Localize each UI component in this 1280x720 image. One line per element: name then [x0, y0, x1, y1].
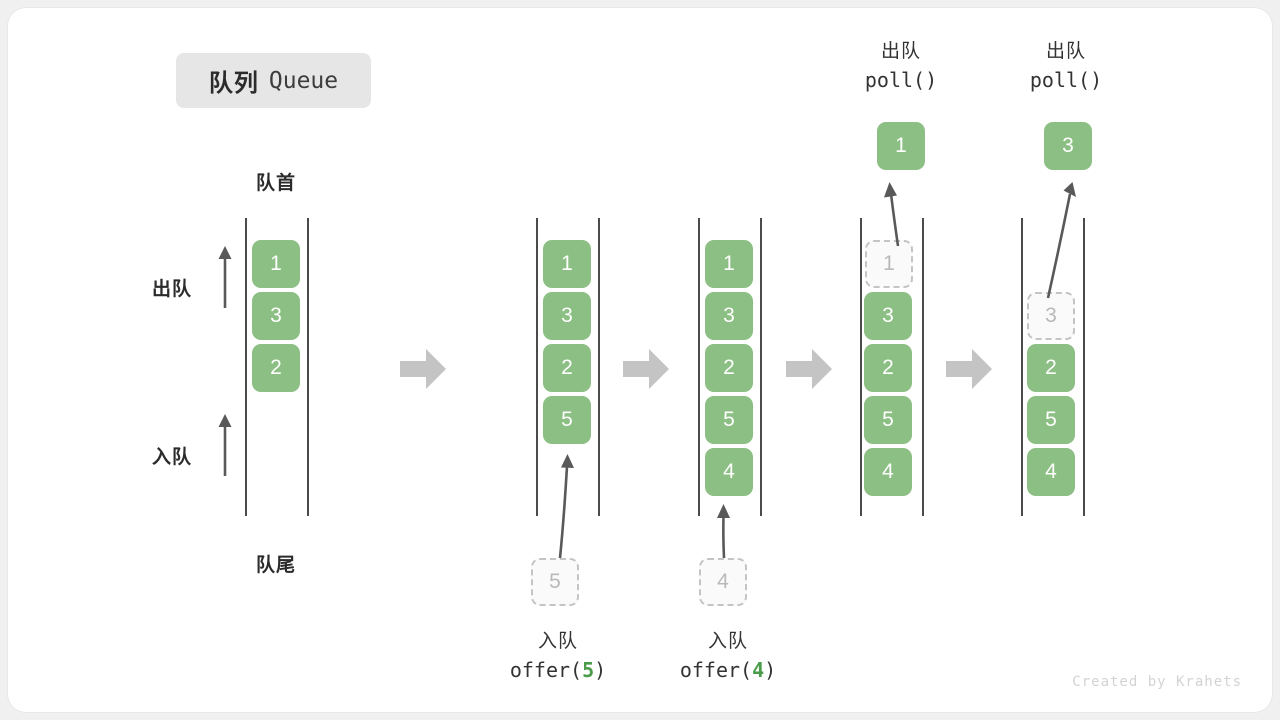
rear-label: 队尾	[255, 555, 296, 576]
watermark: Created by Krahets	[1072, 674, 1242, 690]
queue-column-after-offer-4: 1 3 2 5 4	[705, 240, 753, 496]
step-arrow-icon	[786, 349, 832, 389]
queue-rail-left-3	[698, 218, 700, 516]
operation-offer-4: 入队 offer(4)	[633, 628, 823, 685]
step-arrow-icon	[400, 349, 446, 389]
operation-offer-5-cn: 入队	[537, 631, 578, 652]
queue-item: 2	[705, 344, 753, 392]
operation-offer-4-cn: 入队	[707, 631, 748, 652]
queue-item: 2	[864, 344, 912, 392]
queue-rail-left-2	[536, 218, 538, 516]
operation-poll-1-code: poll()	[864, 67, 938, 92]
queue-rail-right-1	[307, 218, 309, 516]
code-suffix: )	[594, 657, 607, 682]
front-label: 队首	[255, 173, 296, 194]
queue-rail-right-3	[760, 218, 762, 516]
queue-rail-left-4	[860, 218, 862, 516]
queue-column-initial: 1 3 2	[252, 240, 300, 392]
offer-4-arrow-icon	[700, 492, 760, 560]
queue-rail-left-5	[1021, 218, 1023, 516]
pending-element-5: 5	[531, 558, 579, 606]
offer-5-arrow-icon	[528, 440, 598, 560]
code-prefix: offer(	[679, 657, 753, 682]
code-prefix: offer(	[509, 657, 583, 682]
queue-item: 2	[1027, 344, 1075, 392]
queue-item: 4	[864, 448, 912, 496]
queue-column-during-poll-1: 1 3 2 5 4	[864, 240, 913, 496]
code-arg: 4	[752, 657, 765, 682]
polled-element-1: 1	[877, 122, 925, 170]
queue-item-removed: 1	[865, 240, 913, 288]
operation-poll-2: 出队 poll()	[971, 38, 1161, 95]
queue-item: 3	[705, 292, 753, 340]
operation-offer-5: 入队 offer(5)	[463, 628, 653, 685]
operation-poll-1-cn: 出队	[880, 41, 921, 62]
queue-rail-right-4	[922, 218, 924, 516]
queue-rail-right-5	[1083, 218, 1085, 516]
queue-item-removed: 3	[1027, 292, 1075, 340]
title-badge: 队列 Queue	[176, 53, 371, 108]
step-arrow-icon	[946, 349, 992, 389]
operation-poll-2-cn: 出队	[1045, 41, 1086, 62]
operation-poll-2-code: poll()	[1029, 67, 1103, 92]
poll-3-arrow-icon	[1022, 170, 1092, 300]
dequeue-label: 出队	[152, 279, 193, 300]
code-arg: 5	[582, 657, 595, 682]
queue-item-new: 4	[705, 448, 753, 496]
operation-offer-5-code: offer(5)	[463, 656, 653, 685]
queue-item: 5	[1027, 396, 1075, 444]
queue-item: 4	[1027, 448, 1075, 496]
queue-item: 5	[864, 396, 912, 444]
queue-item: 1	[252, 240, 300, 288]
queue-item: 2	[252, 344, 300, 392]
queue-item: 3	[543, 292, 591, 340]
step-arrow-icon	[623, 349, 669, 389]
dequeue-arrow-icon	[214, 244, 236, 308]
code-suffix: )	[764, 657, 777, 682]
queue-item: 1	[705, 240, 753, 288]
queue-column-during-poll-3: 3 2 5 4	[1027, 240, 1075, 496]
operation-poll-1: 出队 poll()	[806, 38, 996, 95]
title-en: Queue	[268, 67, 339, 94]
enqueue-label: 入队	[152, 447, 193, 468]
queue-column-after-offer-5: 1 3 2 5	[543, 240, 591, 444]
operation-offer-4-code: offer(4)	[633, 656, 823, 685]
enqueue-arrow-icon	[214, 412, 236, 476]
queue-item-new: 5	[543, 396, 591, 444]
queue-item: 5	[705, 396, 753, 444]
queue-item: 3	[864, 292, 912, 340]
poll-1-arrow-icon	[864, 170, 924, 248]
queue-item: 3	[252, 292, 300, 340]
queue-item: 1	[543, 240, 591, 288]
pending-element-4: 4	[699, 558, 747, 606]
queue-rail-right-2	[598, 218, 600, 516]
title-cn: 队列	[208, 70, 259, 97]
diagram-card: 队列 Queue 队首 队尾 出队 入队 1 3 2 1 3 2	[8, 8, 1272, 712]
queue-rail-left-1	[245, 218, 247, 516]
queue-item: 2	[543, 344, 591, 392]
polled-element-3: 3	[1044, 122, 1092, 170]
